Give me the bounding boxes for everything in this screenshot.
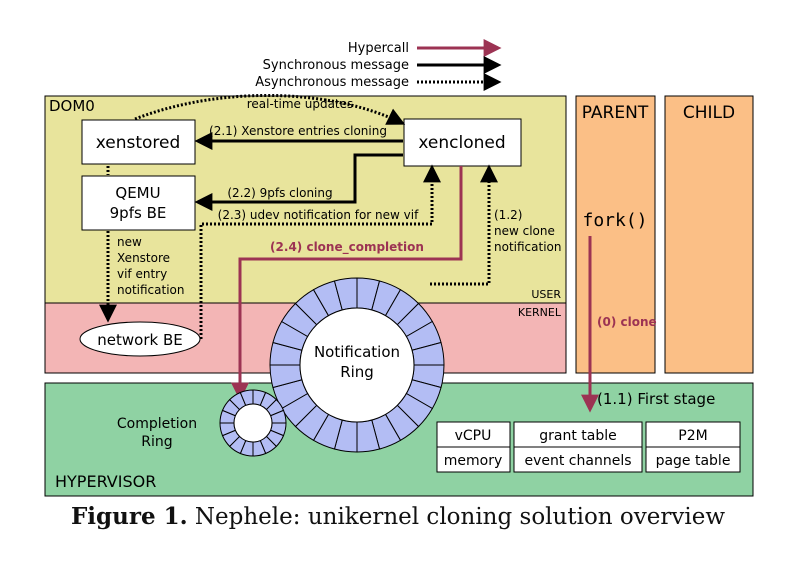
first-stage-table: vCPU grant table P2M memory event channe… (436, 421, 741, 473)
clone-hypercall-label: (0) clone (597, 315, 657, 329)
table-cell-text: memory (444, 453, 503, 469)
xenstored-box (81, 119, 196, 165)
table-cell (436, 446, 511, 473)
xencloned-label: xencloned (418, 133, 505, 153)
completion-ring-label-line2: Ring (141, 434, 172, 450)
xencloned-box (403, 118, 522, 167)
new-clone-notification-arrow (430, 164, 498, 286)
xenstore-cloning-label: (2.1) Xenstore entries cloning (209, 124, 387, 138)
vif-line2: Xenstore (117, 251, 170, 265)
qemu-label-line1: QEMU (115, 184, 160, 202)
completion-ring (219, 389, 287, 457)
udev-notification-arrow (199, 164, 441, 339)
notification-ring (269, 277, 445, 453)
udev-notification-label: (2.3) udev notification for new vif (218, 208, 419, 222)
fork-call: fork() (582, 210, 647, 231)
table-cell-text: vCPU (455, 428, 492, 444)
table-cell (645, 421, 741, 448)
child-region (664, 95, 754, 374)
xenstored-label: xenstored (96, 133, 181, 153)
figure-number: Figure 1. (70, 503, 188, 530)
table-cell (513, 446, 643, 473)
legend-sync-label: Synchronous message (263, 58, 409, 73)
vif-line4: notification (117, 283, 184, 297)
clone-completion-label: (2.4) clone_completion (270, 240, 424, 255)
child-label: CHILD (683, 103, 735, 123)
table-cell-text: page table (656, 453, 731, 469)
user-label: USER (531, 288, 561, 301)
qemu-label-line2: 9pfs BE (110, 204, 167, 222)
parent-label: PARENT (582, 103, 649, 123)
notification-ring-center (299, 307, 415, 423)
table-cell-text: grant table (539, 428, 617, 444)
9pfs-cloning-label: (2.2) 9pfs cloning (227, 186, 332, 200)
table-cell-text: P2M (678, 428, 707, 444)
first-stage-label: (1.1) First stage (597, 390, 715, 408)
qemu-box (81, 175, 196, 231)
table-cell (645, 446, 741, 473)
clone-completion-arrow (231, 166, 463, 401)
legend-hypercall-label: Hypercall (348, 41, 409, 56)
dom0-label: DOM0 (49, 97, 95, 115)
vif-line1: new (117, 235, 142, 249)
figure-caption: Figure 1. Nephele: unikernel cloning sol… (0, 503, 796, 530)
realtime-updates-label: real-time updates (247, 97, 354, 111)
legend: Hypercall Synchronous message Asynchrono… (255, 39, 502, 91)
hypervisor-label: HYPERVISOR (55, 472, 156, 491)
table-cell (436, 421, 511, 448)
realtime-updates-arrow (134, 93, 406, 125)
new-clone-line2: new clone (494, 224, 555, 238)
completion-ring-center (233, 403, 273, 443)
vif-line3: vif entry (117, 267, 167, 281)
table-cell (513, 421, 643, 448)
kernel-label: KERNEL (518, 306, 562, 319)
new-clone-line1: (1.2) (494, 208, 522, 222)
completion-ring-label-line1: Completion (117, 416, 197, 432)
notification-ring-label-line1: Notification (314, 343, 400, 361)
new-clone-line3: notification (494, 240, 561, 254)
9pfs-cloning-arrow (194, 153, 403, 211)
legend-async-label: Asynchronous message (255, 75, 409, 90)
table-cell-text: event channels (524, 453, 631, 469)
parent-region (575, 95, 656, 374)
notification-ring-label-line2: Ring (340, 363, 374, 381)
network-be-label: network BE (97, 331, 182, 349)
figure-title: Nephele: unikernel cloning solution over… (187, 504, 726, 530)
